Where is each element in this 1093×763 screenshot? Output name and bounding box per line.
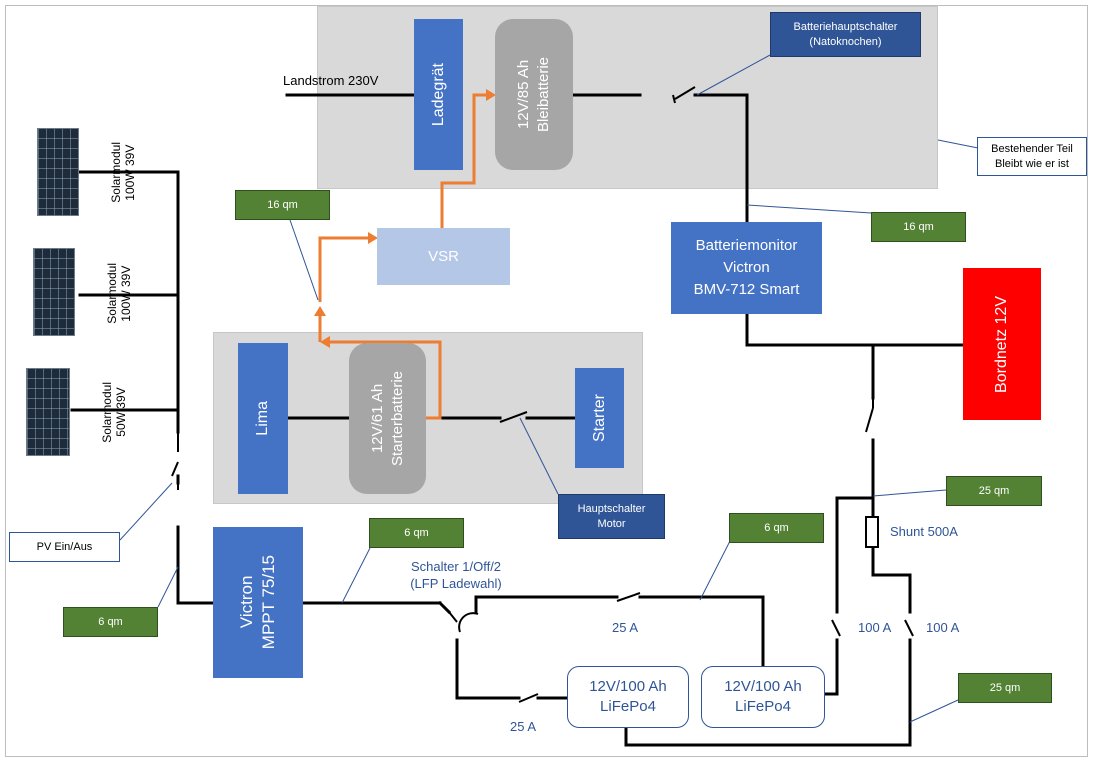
solar-panel-1 (37, 128, 79, 216)
battery-main-switch-callout: Batteriehauptschalter (Natoknochen) (770, 12, 921, 57)
battery-monitor: Batteriemonitor Victron BMV-712 Smart (671, 222, 822, 314)
solar-panel-3 (26, 368, 70, 456)
lifepo4-battery-1: 12V/100 Ah LiFePo4 (567, 666, 689, 728)
fuse-bottom-label: 25 A (510, 719, 537, 734)
lead-battery-label: 12V/85 Ah Bleibatterie (515, 56, 552, 133)
vsr-box: VSR (377, 228, 510, 285)
solar-label-2: Solarmodul 100W 39V (97, 248, 141, 338)
lifepo4-battery-2: 12V/100 Ah LiFePo4 (701, 666, 825, 728)
charger-box: Ladegrät (414, 19, 463, 170)
alternator-box: Lima (238, 343, 288, 494)
charger-label: Ladegrät (429, 62, 447, 127)
onboard-network-label: Bordnetz 12V (993, 295, 1010, 393)
solar-label-2-text: Solarmodul 100W 39V (105, 262, 133, 324)
fuse-top-label: 25 A (612, 620, 639, 635)
mppt-label: Victron MPPT 75/15 (237, 555, 278, 650)
onboard-network-box: Bordnetz 12V (963, 268, 1041, 420)
lead-battery: 12V/85 Ah Bleibatterie (495, 19, 573, 170)
starter-box: Starter (575, 368, 624, 468)
shunt-label: Shunt 500A (890, 524, 958, 539)
starter-battery-label: 12V/61 Ah Starterbatterie (368, 370, 406, 467)
starter-battery: 12V/61 Ah Starterbatterie (349, 343, 426, 494)
cable-tag-lfp-bottom: 25 qm (958, 673, 1052, 703)
alternator-label: Lima (254, 401, 271, 436)
starter-label: Starter (590, 393, 608, 442)
fuse-right-2-label: 100 A (926, 620, 960, 635)
cable-tag-pv: 6 qm (63, 607, 158, 637)
pv-switch-callout: PV Ein/Aus (9, 532, 120, 562)
solar-label-1: Solarmodul 100W 39V (101, 128, 145, 216)
solar-label-3: Solarmodul 50W 39V (92, 368, 136, 456)
cable-tag-mppt-out: 6 qm (369, 518, 464, 548)
cable-tag-monitor: 16 qm (871, 212, 966, 242)
shore-power-label: Landstrom 230V (283, 72, 378, 90)
cable-tag-shunt: 25 qm (946, 476, 1042, 506)
solar-label-1-text: Solarmodul 100W 39V (109, 141, 137, 203)
solar-panel-2 (33, 248, 75, 336)
mppt-box: Victron MPPT 75/15 (213, 527, 303, 678)
selector-switch-label: Schalter 1/Off/2 (LFP Ladewahl) (410, 559, 502, 591)
cable-tag-lfp-top: 6 qm (729, 513, 824, 543)
solar-label-3-text: Solarmodul 50W 39V (100, 381, 128, 443)
shore-power-text: Landstrom 230V (283, 73, 379, 88)
shunt-symbol (865, 516, 879, 548)
cable-tag-vsr: 16 qm (235, 190, 330, 220)
fuse-right-1-label: 100 A (858, 620, 892, 635)
engine-main-switch-callout: Hauptschalter Motor (558, 494, 665, 539)
existing-part-callout: Bestehender Teil Bleibt wie er ist (977, 137, 1087, 176)
